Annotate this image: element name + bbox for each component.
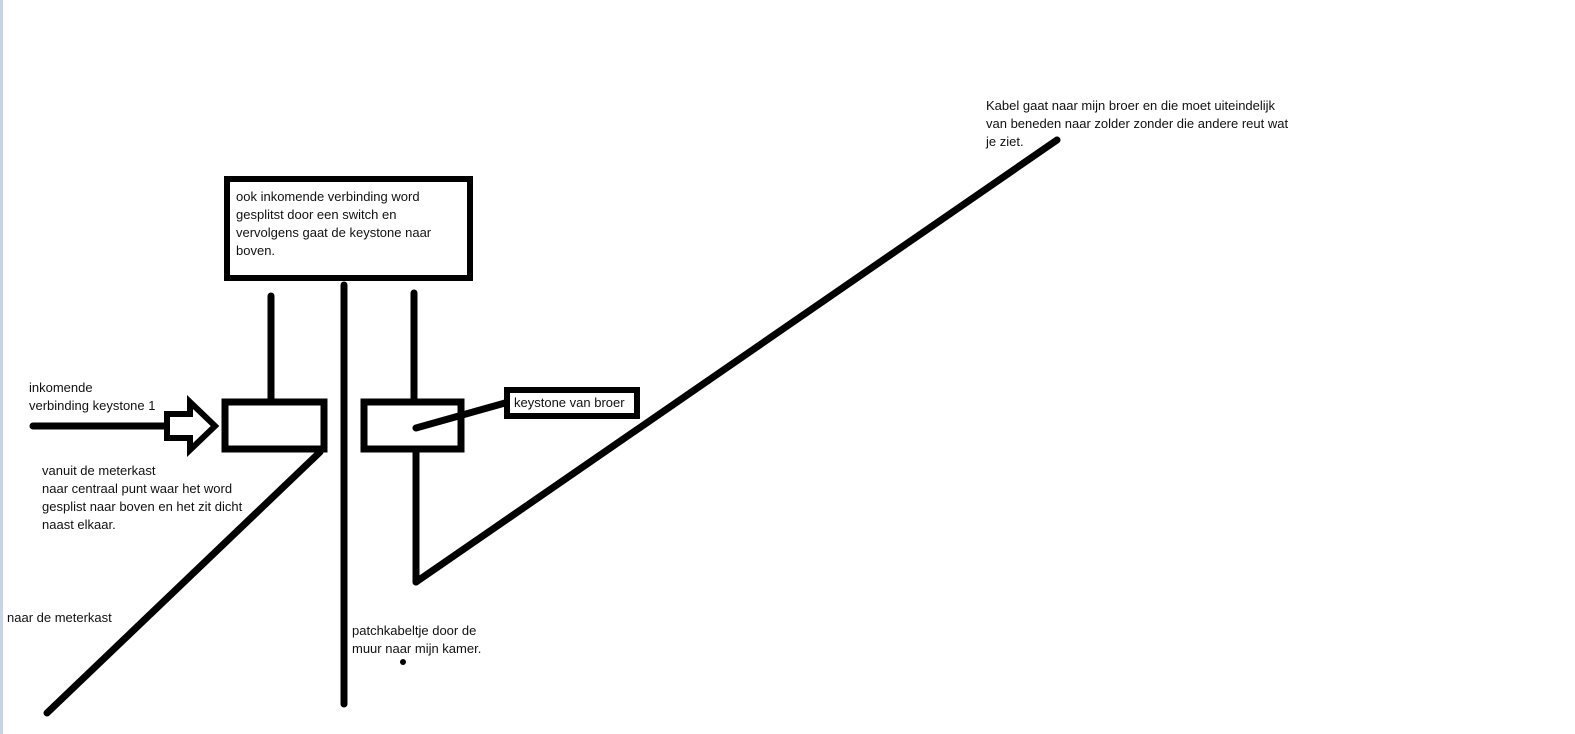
broer-box [504, 387, 640, 419]
switch-box [224, 176, 473, 281]
broer-box-label: keystone van broer [514, 395, 625, 410]
naar-meterkast-label: naar de meterkast [7, 610, 112, 625]
kabel-label: Kabel gaat naar mijn broer en die moet u… [986, 98, 1289, 149]
dot [400, 659, 406, 665]
switch-box-label: ook inkomende verbinding word gesplitst … [236, 189, 432, 258]
patch-label: patchkabeltje door de muur naar mijn kam… [352, 623, 482, 656]
keystone-2-box [360, 398, 465, 453]
keystone-broer-link [412, 399, 509, 432]
meterkast-note: vanuit de meterkast naar centraal punt w… [42, 463, 243, 532]
keystone-1-box [221, 398, 328, 453]
cable-to-broer [412, 136, 1061, 586]
canvas-edge [0, 0, 3, 734]
meterkast-line [43, 448, 324, 717]
arrow-icon [164, 394, 220, 458]
incoming-label: inkomende verbinding keystone 1 [29, 380, 156, 413]
